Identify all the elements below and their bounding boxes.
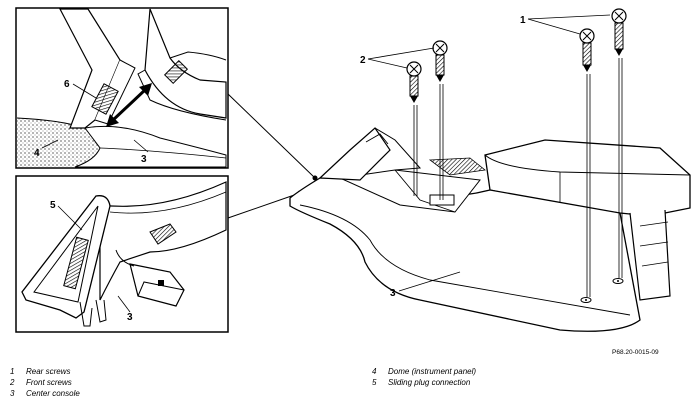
legend-label: Sliding plug connection <box>388 378 471 387</box>
callout-5-label: 5 <box>50 200 56 211</box>
legend-number: 3 <box>10 389 15 398</box>
legend-item: 1 Rear screws <box>10 366 80 377</box>
detail-view-top: 6 4 3 <box>15 7 229 169</box>
center-console-drawing <box>289 127 691 332</box>
front-screw-2b <box>406 61 422 103</box>
legend-number: 2 <box>10 378 15 387</box>
callout-3-main-label: 3 <box>390 288 396 299</box>
legend-right: 4 Dome (instrument panel) 5 Sliding plug c… <box>372 366 476 388</box>
legend-item: 2 Front screws <box>10 377 80 388</box>
legend-number: 1 <box>10 367 15 376</box>
legend-number: 4 <box>372 367 377 376</box>
legend-label: Rear screws <box>26 367 71 376</box>
screw-insertion-lines <box>413 58 623 297</box>
detail-view-bottom: 5 3 <box>15 175 229 333</box>
callout-3-bottom-label: 3 <box>127 312 133 323</box>
front-screw-2a <box>432 40 448 82</box>
callout-1-label: 1 <box>520 15 526 26</box>
callout-3-top-label: 3 <box>141 154 147 165</box>
legend-label: Center console <box>26 389 80 398</box>
legend-item: 5 Sliding plug connection <box>372 377 476 388</box>
callout-2-label: 2 <box>360 55 366 66</box>
legend-item: 4 Dome (instrument panel) <box>372 366 476 377</box>
legend-item: 3 Center console <box>10 388 80 399</box>
legend-label: Front screws <box>26 378 72 387</box>
rear-screw-1a <box>611 8 627 56</box>
legend-number: 5 <box>372 378 377 387</box>
callout-4-label: 4 <box>34 148 40 159</box>
legend-label: Dome (instrument panel) <box>388 367 477 376</box>
main-callouts <box>367 14 611 292</box>
figure-code: P68.20-0015-09 <box>612 349 659 356</box>
callout-6-label: 6 <box>64 79 70 90</box>
rear-screw-1b <box>579 28 595 72</box>
legend-left: 1 Rear screws 2 Front screws 3 Center conso… <box>10 366 80 399</box>
